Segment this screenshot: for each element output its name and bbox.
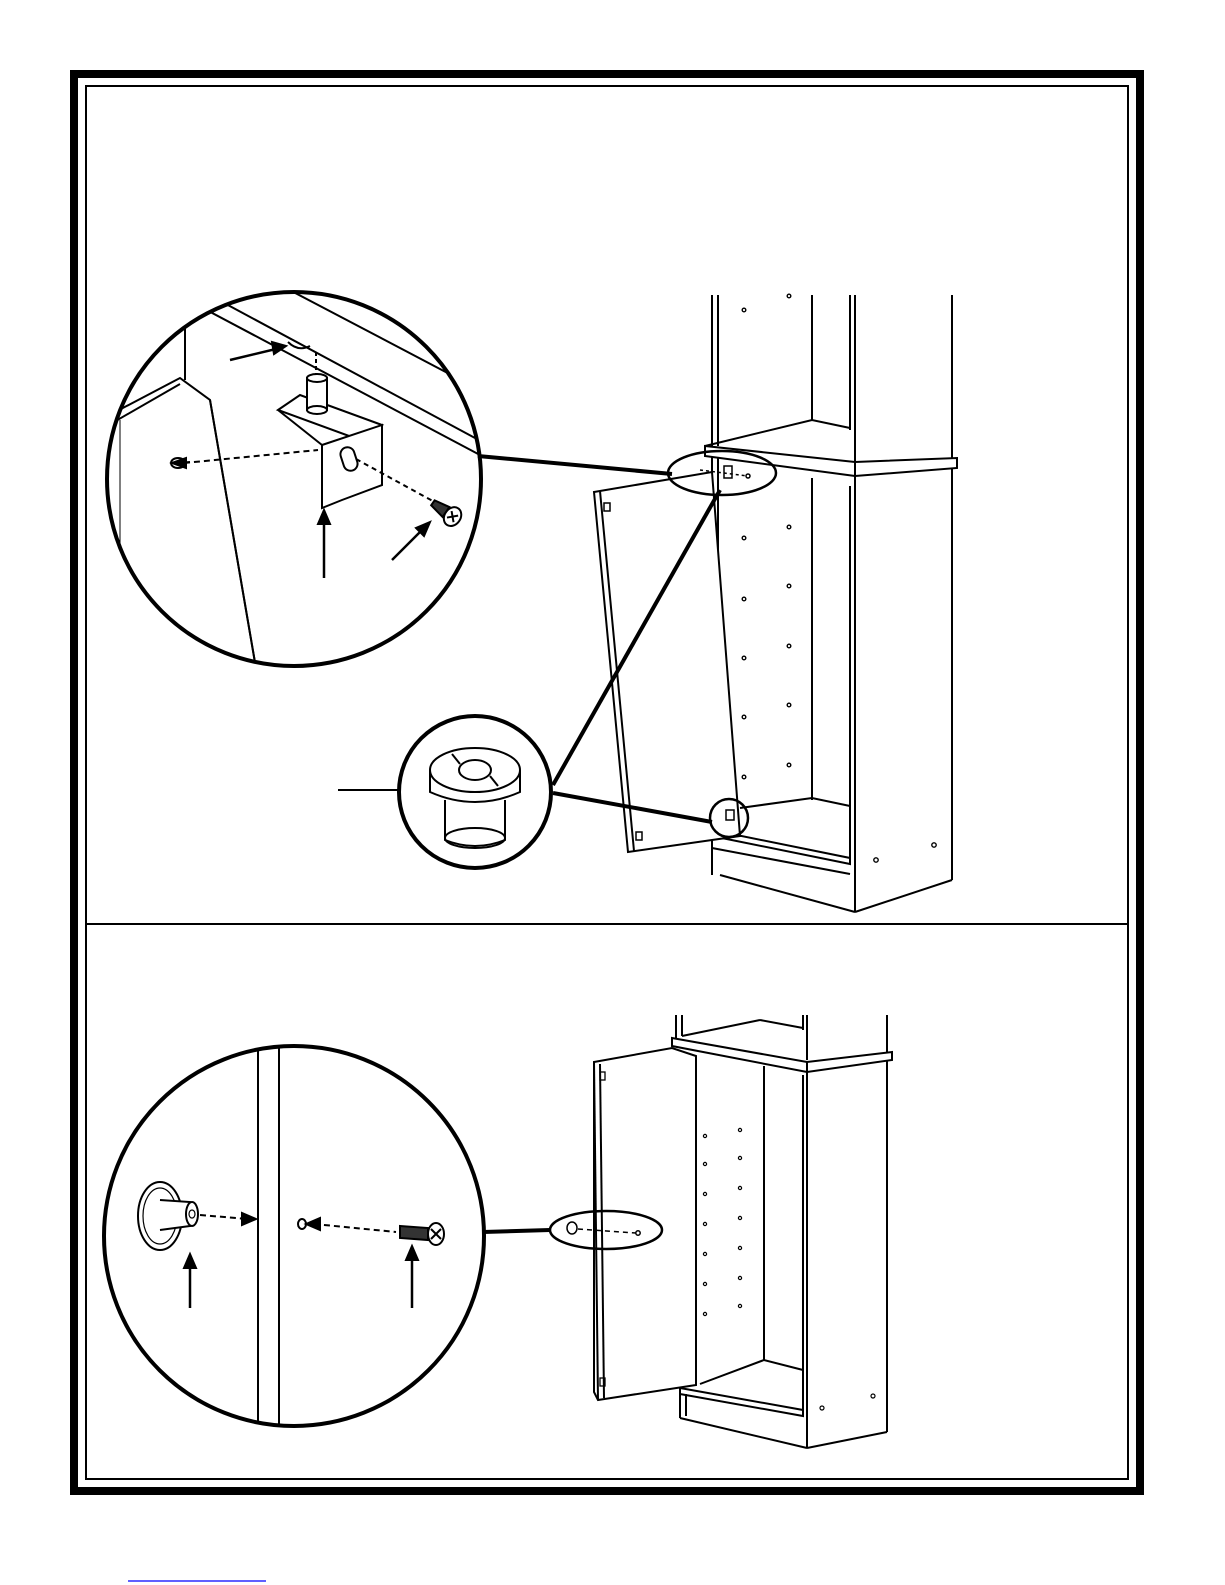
callout-leader-lower — [483, 1230, 550, 1232]
magnified-hinge-detail — [100, 280, 481, 680]
magnified-bumper-detail — [338, 716, 551, 868]
tall-cabinet-upper — [705, 295, 957, 912]
shelf-pin-holes-lower — [703, 1128, 875, 1410]
shelf-pin-holes-upper — [742, 294, 936, 862]
lower-panel — [104, 1015, 892, 1448]
cabinet-door-lower — [594, 1048, 696, 1400]
tall-cabinet-lower — [672, 1015, 892, 1448]
magnified-knob-detail — [104, 1040, 484, 1430]
upper-panel — [100, 280, 957, 912]
